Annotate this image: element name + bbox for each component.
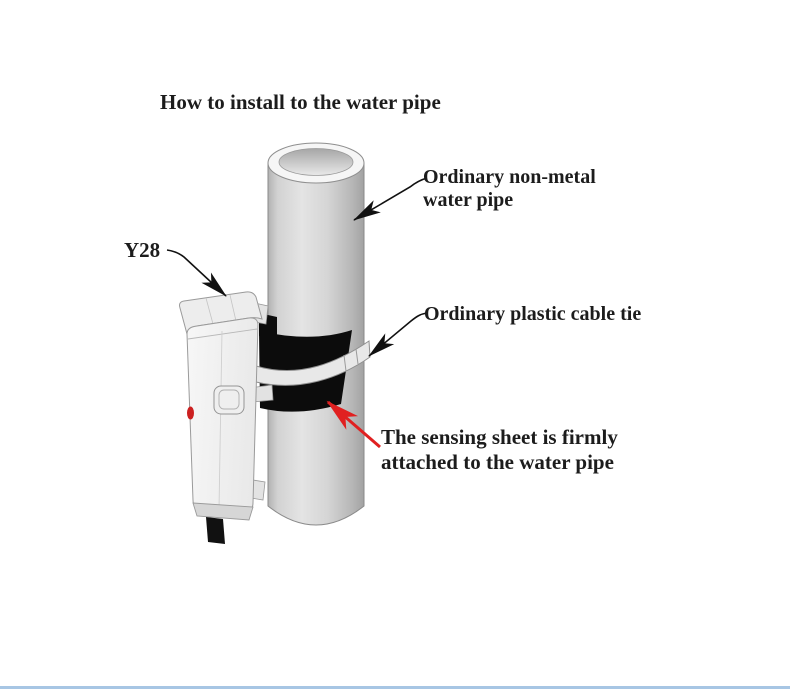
arrow-to-water-pipe-icon [353,177,428,221]
label-device-model: Y28 [124,238,161,262]
device-bottom-face [192,502,254,521]
label-water-pipe: Ordinary non-metal water pipe [423,166,596,212]
label-water-pipe-line2: water pipe [423,189,514,211]
cable-tie-band [255,340,371,386]
device-front-seam [218,330,223,511]
y28-device-graphic [179,291,274,544]
leader-arrows [166,177,662,450]
device-top-seams [205,294,237,325]
page-title: How to install to the water pipe [160,90,441,114]
cable-tie-buckle [343,348,359,372]
label-water-pipe-line1: Ordinary non-metal [423,166,596,188]
label-sensing-line1: The sensing sheet is firmly [381,425,618,449]
cable-tie-graphic [255,340,371,386]
device-cable [206,517,225,544]
red-arrow-to-sensing-sheet-icon [326,400,381,449]
device-clip-inner [218,389,240,410]
label-sensing-sheet: The sensing sheet is firmly attached to … [381,425,618,474]
label-sensing-line2: attached to the water pipe [381,449,614,474]
bottom-divider-rule [0,686,790,689]
arrow-to-cable-tie-icon [368,312,428,357]
label-cable-tie: Ordinary plastic cable tie [424,303,642,325]
device-clip [213,385,245,415]
device-lid-seam [187,328,258,340]
arrow-to-device-icon [166,249,227,297]
led-indicator [187,406,194,420]
pipe-opening [278,148,354,176]
